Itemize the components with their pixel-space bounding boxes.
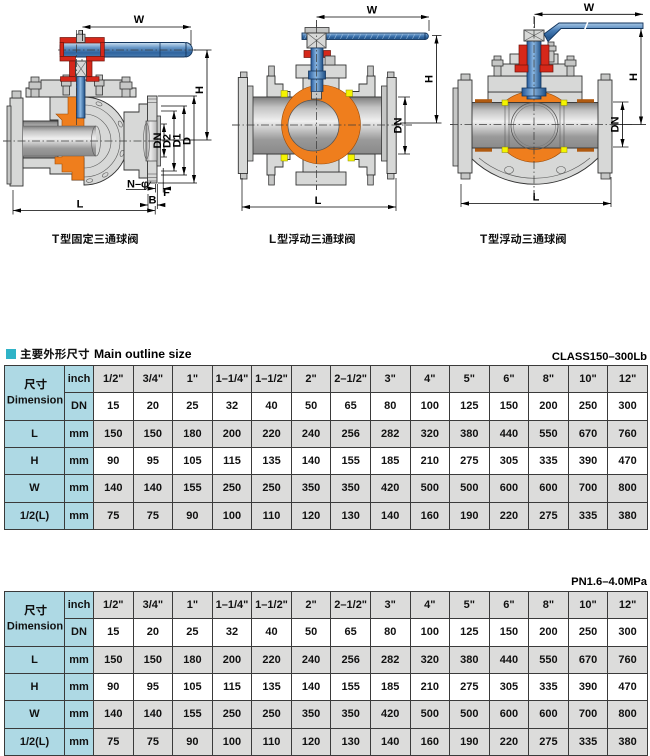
svg-text:F: F (163, 187, 170, 199)
svg-text:D2: D2 (162, 134, 174, 148)
svg-text:T: T (480, 232, 488, 246)
svg-text:D1: D1 (172, 133, 184, 147)
svg-text:Main outline size: Main outline size (94, 347, 192, 361)
svg-text:W: W (134, 14, 145, 26)
svg-text:L: L (533, 192, 540, 204)
svg-text:N–φ: N–φ (127, 179, 149, 191)
svg-text:H: H (194, 86, 206, 94)
svg-text:H: H (628, 73, 640, 81)
svg-text:D: D (182, 137, 194, 145)
svg-text:B: B (149, 195, 157, 207)
svg-text:L: L (269, 232, 276, 246)
svg-text:L: L (77, 199, 84, 211)
svg-text:W: W (584, 2, 595, 14)
svg-text:Dimension: Dimension (6, 394, 63, 406)
svg-text:L: L (315, 195, 322, 207)
svg-text:DN: DN (393, 118, 405, 134)
svg-text:W: W (367, 5, 378, 17)
svg-text:DN: DN (152, 133, 164, 149)
svg-text:T: T (52, 232, 60, 246)
svg-text:Dimension: Dimension (6, 620, 63, 632)
svg-text:H: H (424, 75, 436, 83)
